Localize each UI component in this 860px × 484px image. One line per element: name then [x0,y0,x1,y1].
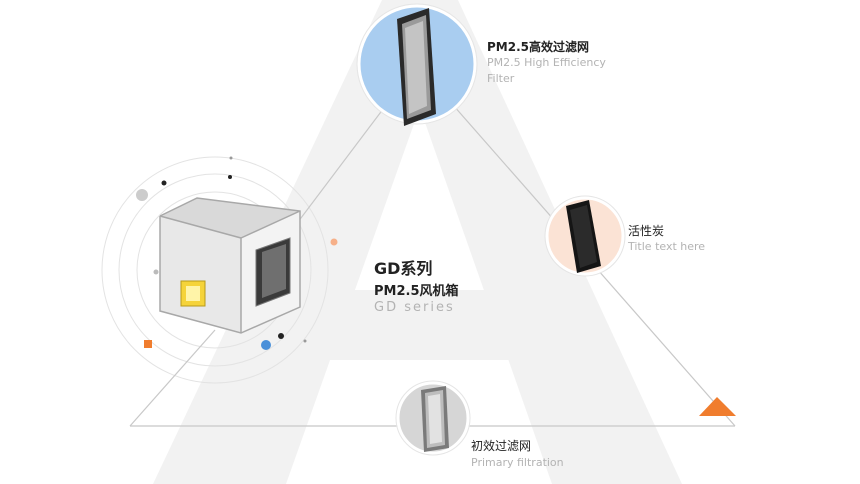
orbit-dot-blue [261,340,271,350]
right-node-circle [544,195,626,277]
product-series-title: GD系列 [374,259,433,278]
orbit-dot-black-top [161,180,167,186]
product-english-name: GD series [374,300,455,315]
top-node-circle [356,3,478,126]
orbit-dot-black-right [278,333,284,339]
right-node-subtitle: Title text here [628,240,706,253]
bottom-node-circle [395,380,471,456]
orbit-dot-black-mid [228,175,232,179]
fan-box-image [159,197,301,334]
orbit-dot-small-right [303,339,307,343]
orbit-square-orange [144,340,152,348]
bottom-node-subtitle: Primary filtration [471,456,564,469]
bottom-node-title: 初效过滤网 [471,439,532,453]
right-node-title: 活性炭 [628,224,665,238]
orbit-dot-gray-large [136,189,148,201]
top-node-subtitle-line1: PM2.5 High Efficiency [487,56,606,69]
top-node-subtitle-line2: Filter [487,72,515,85]
orbit-dot-orange [330,238,338,246]
top-node-title: PM2.5高效过滤网 [487,40,589,54]
product-name: PM2.5风机箱 [374,284,459,299]
orbit-rings [101,156,329,384]
orbit-dot-small-top [229,156,233,160]
watermark-letter-a [153,0,682,484]
orange-triangle-marker [699,397,736,416]
orbit-dot-gray-left [153,269,159,275]
orbit-dots [136,156,338,350]
